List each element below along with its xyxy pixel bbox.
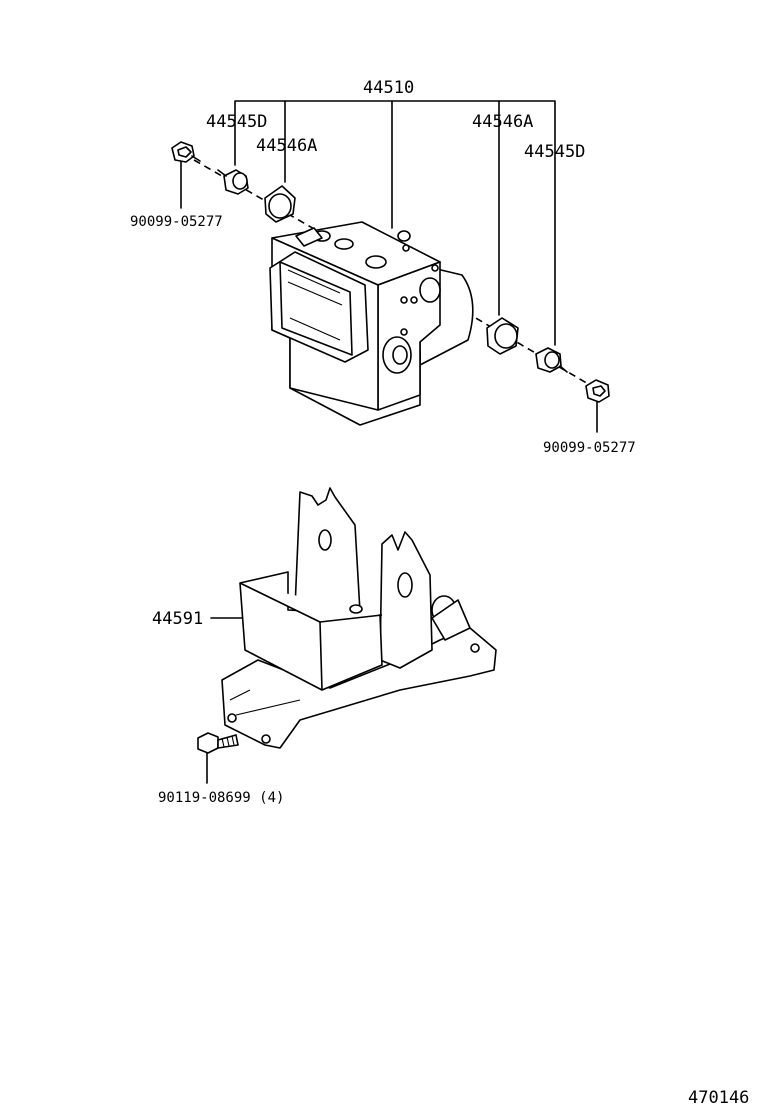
bolt-right [585,379,610,403]
label-44545d-left: 44545D [206,112,267,132]
label-44591: 44591 [152,609,203,629]
callout-labels: 44510 44545D 44546A 44546A 44545D 90099-… [130,78,749,1108]
figure-number: 470146 [688,1088,749,1108]
bolt-top-left [171,141,201,163]
collar-right [535,347,568,373]
bracket [221,487,497,749]
label-44546a-right: 44546A [472,112,533,132]
cushion-left [264,185,296,223]
label-44510: 44510 [363,78,414,98]
collar-left [217,169,249,195]
label-90099-05277-left: 90099-05277 [130,214,223,230]
label-44545d-right: 44545D [524,142,585,162]
label-44546a-left: 44546A [256,136,317,156]
label-90099-05277-right: 90099-05277 [543,440,636,456]
actuator-assembly [269,221,474,426]
cushion-right [486,317,519,355]
bracket-bolt [197,732,239,754]
label-90119-08699: 90119-08699 (4) [158,790,284,806]
